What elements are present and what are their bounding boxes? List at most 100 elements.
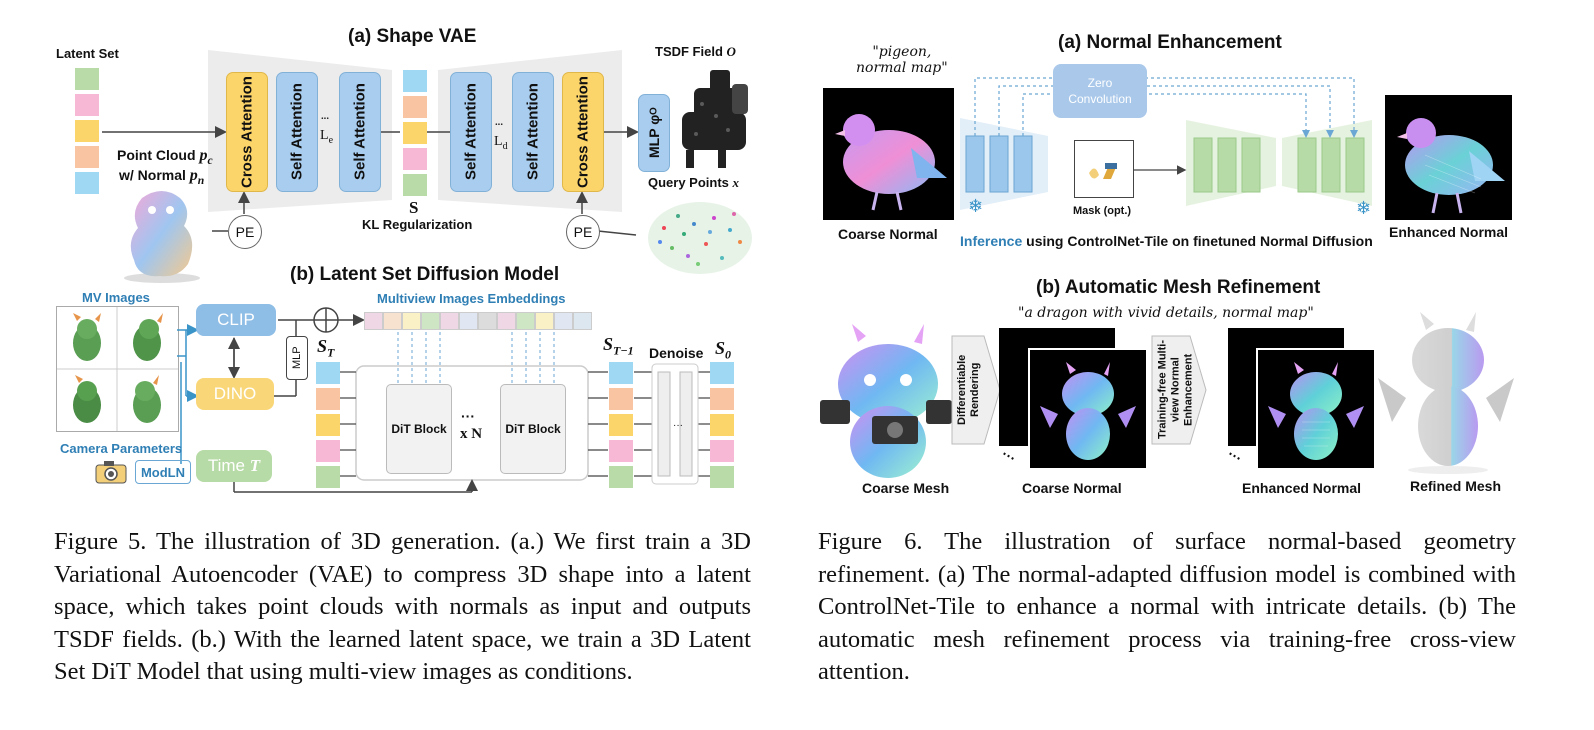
pe-encoder: PE: [228, 215, 262, 249]
mask-image: [1074, 140, 1134, 198]
latent-token: [609, 362, 633, 384]
zero-conv-line2: Convolution: [1068, 92, 1132, 106]
embeddings-row: [364, 312, 592, 330]
latent-S-label: S: [409, 198, 419, 217]
pc-var1: p: [199, 147, 208, 164]
enhanced-normal-dragon: [1268, 362, 1364, 460]
latent-token: [403, 70, 427, 92]
encoder-layer-count: ··· Le: [320, 112, 333, 146]
query-points-cloud: [648, 202, 752, 274]
time-text: Time: [207, 456, 246, 475]
L-sub: d: [502, 140, 508, 152]
L-letter: L: [494, 134, 503, 149]
mv-dragon-images: [57, 307, 178, 431]
denoise-dots: ···: [673, 420, 683, 431]
mask-shape: [1089, 163, 1117, 179]
mv-images-label: MV Images: [82, 290, 150, 305]
s-T-label: ST: [317, 336, 334, 361]
latent-set-label: Latent Set: [56, 46, 119, 61]
prompt-line1: "pigeon,: [872, 44, 932, 60]
point-cloud-label: Point Cloud pc w/ Normal pn: [117, 147, 213, 187]
query-points-text: Query Points: [648, 175, 729, 190]
coarse-mesh-dragon: [820, 324, 952, 478]
tsdf-voxel-shape: [682, 70, 748, 168]
dots: ···: [494, 118, 504, 133]
modln-block: ModLN: [135, 460, 191, 484]
latent-token: [609, 466, 633, 488]
mask-label: Mask (opt.): [1073, 205, 1132, 217]
fig6-title-b: (b) Automatic Mesh Refinement: [1036, 277, 1321, 298]
pe-decoder: PE: [566, 215, 600, 249]
coarse-normal-label: Coarse Normal: [838, 226, 938, 242]
latent-token: [609, 440, 633, 462]
s-0-label: S0: [715, 338, 731, 363]
embedding-token: [554, 312, 573, 330]
enhanced-normal-b-label: Enhanced Normal: [1242, 480, 1362, 496]
controlnet-diagram: ❄ ❄: [960, 77, 1372, 218]
coarse-pigeon-image: [823, 88, 954, 220]
latent-token: [710, 362, 734, 384]
zero-convolution-block: Zero Convolution: [1053, 64, 1147, 118]
point-cloud-dragon: [124, 191, 200, 283]
latent-token: [75, 94, 99, 116]
pc-text2: w/ Normal: [119, 166, 186, 183]
time-block: Time T: [196, 450, 272, 482]
s-letter: S: [715, 338, 726, 358]
mlp-small-block: MLP: [286, 336, 308, 380]
embedding-token: [364, 312, 383, 330]
embedding-token: [516, 312, 535, 330]
dino-block: DINO: [196, 378, 274, 410]
clip-block: CLIP: [196, 304, 276, 336]
s-T1-label: ST−1: [603, 334, 634, 359]
fig5-title-a: (a) Shape VAE: [348, 26, 477, 47]
latent-token: [316, 466, 340, 488]
fig5-title-b: (b) Latent Set Diffusion Model: [290, 264, 560, 285]
mv-images-grid: [56, 306, 179, 432]
mlp-small-label: MLP: [291, 346, 303, 370]
camera-icon: [95, 461, 127, 484]
inference-rest: using ControlNet-Tile on finetuned Norma…: [1022, 233, 1373, 249]
training-free-arrow: [1151, 335, 1207, 445]
embedding-token: [478, 312, 497, 330]
fig6-caption: Figure 6. The illustration of surface no…: [818, 528, 1516, 685]
query-var: x: [732, 175, 740, 190]
svg-text:❄: ❄: [968, 196, 983, 216]
s-sub: 0: [725, 347, 732, 362]
dots: ···: [320, 112, 330, 127]
query-points-label: Query Points x: [648, 175, 739, 191]
latent-token: [710, 388, 734, 410]
mv-embeddings-label: Multiview Images Embeddings: [377, 291, 566, 306]
decoder-layer-count: ··· Ld: [494, 118, 508, 152]
L-e: Le: [320, 128, 333, 146]
time-var: T: [249, 456, 261, 475]
dit-dots: ···: [461, 408, 475, 424]
camera-params-label: Camera Parameters: [60, 441, 183, 456]
pc-var2: p: [189, 166, 198, 184]
pc-sub1: c: [207, 153, 213, 167]
inference-word: Inference: [960, 233, 1023, 249]
latent-token: [403, 174, 427, 196]
training-free-label: Training-free Multi-view Normal Enhancem…: [1156, 340, 1195, 440]
dragon-prompt: "a dragon with vivid details, normal map…: [1018, 305, 1314, 321]
fig6-title-a: (a) Normal Enhancement: [1058, 32, 1282, 53]
latent-token: [609, 388, 633, 410]
s-sub: T−1: [613, 343, 634, 358]
latent-token: [316, 440, 340, 462]
s-letter: S: [603, 334, 614, 354]
coarse-mesh-label: Coarse Mesh: [862, 480, 950, 496]
refined-mesh-label: Refined Mesh: [1410, 478, 1502, 494]
embedding-token: [497, 312, 516, 330]
inference-caption: Inference using ControlNet-Tile on finet…: [960, 233, 1373, 249]
enhanced-normal-dots: ···: [1224, 445, 1246, 467]
s-sub: T: [327, 345, 335, 360]
embedding-token: [459, 312, 478, 330]
embedding-token: [402, 312, 421, 330]
zero-conv-line1: Zero: [1087, 76, 1113, 90]
embedding-token: [383, 312, 402, 330]
denoise-label: Denoise: [649, 345, 704, 361]
dit-block-1: DiT Block: [386, 384, 452, 474]
latent-token: [75, 172, 99, 194]
embedding-token: [440, 312, 459, 330]
pigeon-prompt: "pigeon, normal map": [856, 44, 948, 76]
